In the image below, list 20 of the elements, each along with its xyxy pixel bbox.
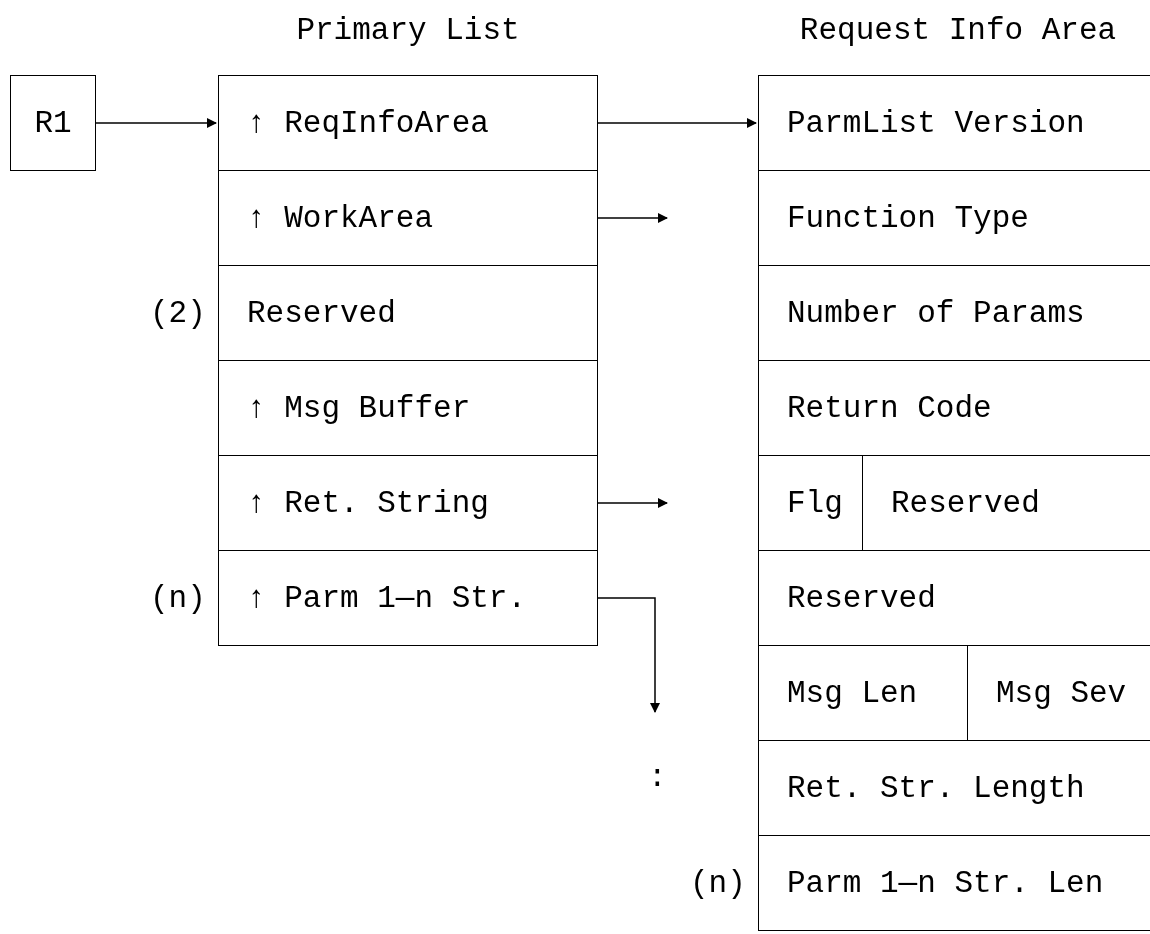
- register-box: R1: [10, 75, 96, 171]
- pointer-arrow: [597, 597, 660, 713]
- pointer-arrow: [597, 213, 668, 223]
- field-cell: Reserved: [218, 265, 598, 361]
- count-marker: (2): [150, 295, 206, 331]
- pointer-arrow: [597, 498, 668, 508]
- field-cell: ↑ ReqInfoArea: [218, 75, 598, 171]
- continuation-mark: :: [648, 760, 667, 795]
- field-cell: Parm 1—n Str. Len: [758, 835, 1150, 931]
- field-cell: ↑ Ret. String: [218, 455, 598, 551]
- block-title: Request Info Area: [799, 13, 1117, 48]
- field-cell: ParmList Version: [758, 75, 1150, 171]
- field-cell: ↑ Parm 1—n Str.: [218, 550, 598, 646]
- pointer-arrow: [95, 118, 217, 128]
- count-marker: (n): [690, 865, 746, 901]
- block-title: Primary List: [296, 13, 520, 48]
- count-marker: (n): [150, 580, 206, 616]
- pointer-arrow: [597, 118, 757, 128]
- field-cell: ↑ WorkArea: [218, 170, 598, 266]
- field-cell: ↑ Msg Buffer: [218, 360, 598, 456]
